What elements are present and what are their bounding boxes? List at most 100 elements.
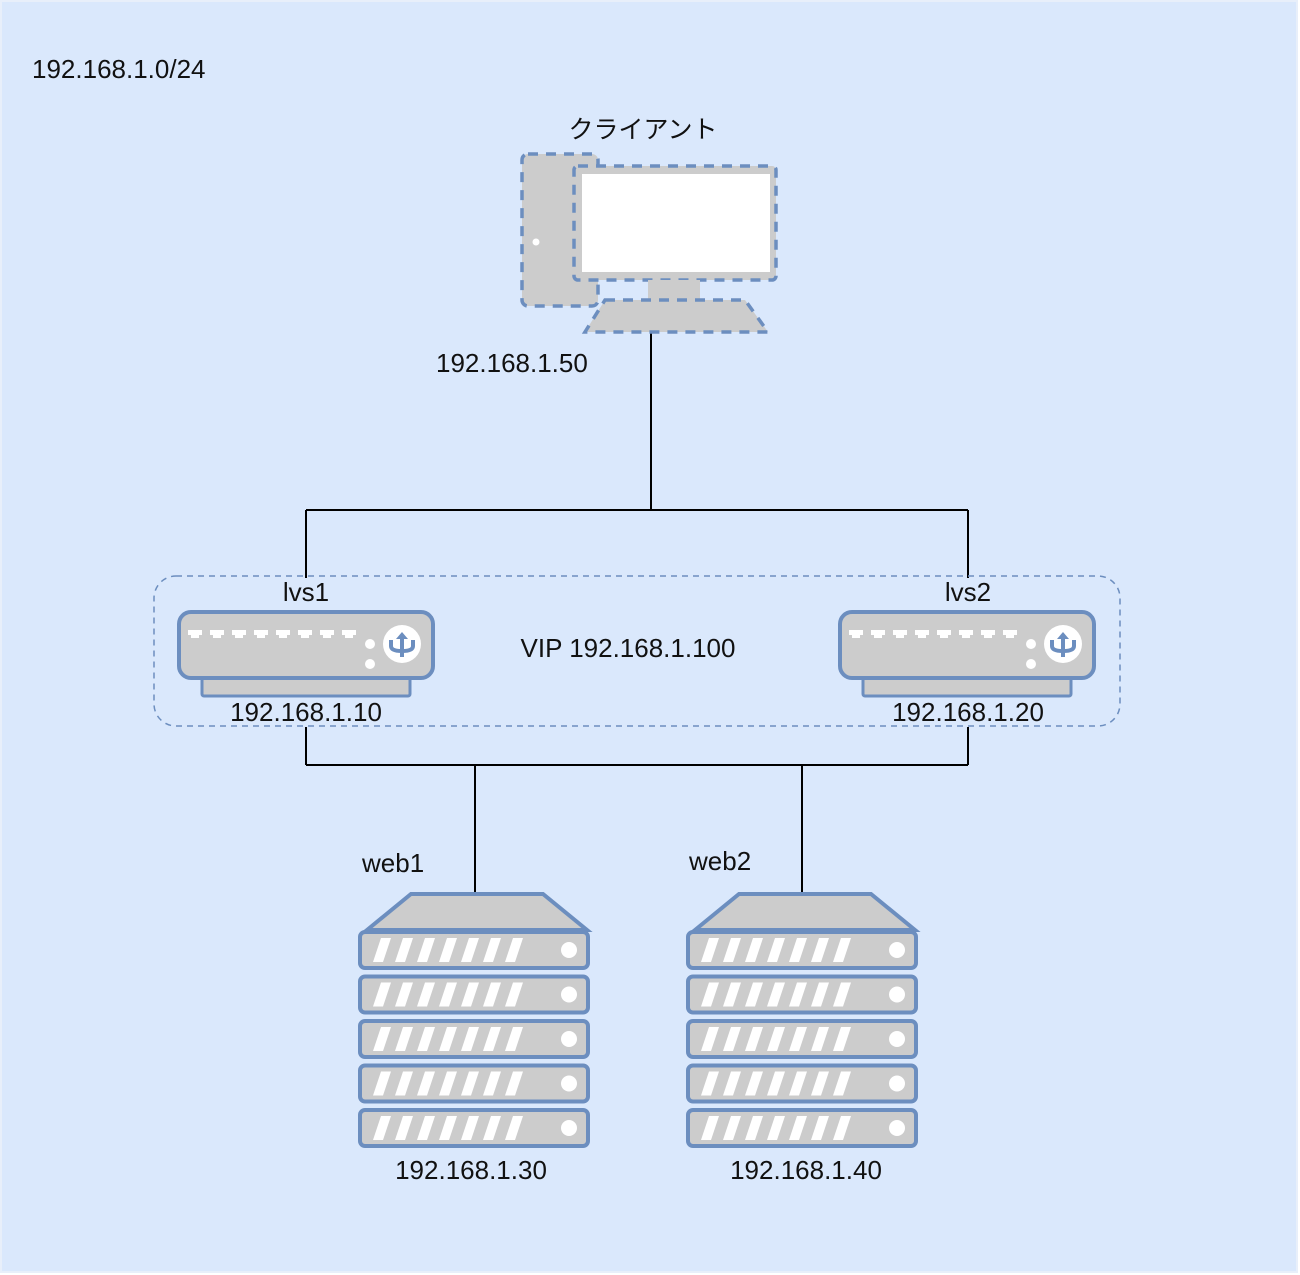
vent-slot <box>417 1027 435 1051</box>
vent-slot <box>789 1071 807 1096</box>
client-ip-label: 192.168.1.50 <box>436 348 588 378</box>
lvs1-name-label: lvs1 <box>282 577 330 607</box>
server-led <box>561 1031 577 1047</box>
vent-slot <box>505 1027 523 1051</box>
vent-slot <box>395 1116 413 1140</box>
vent-slot <box>505 1116 523 1140</box>
server-unit <box>358 1063 590 1104</box>
vent-slot <box>505 982 523 1007</box>
server-led <box>561 986 577 1003</box>
vent-slot <box>417 982 435 1007</box>
vent-slot <box>373 982 391 1007</box>
vent-slot <box>745 1027 763 1051</box>
vent-slot <box>701 1071 719 1096</box>
server-unit <box>686 974 918 1015</box>
server-unit <box>686 1019 918 1059</box>
server-led <box>889 986 905 1003</box>
server-unit <box>358 1108 590 1148</box>
vent-slot <box>373 938 391 962</box>
vent-slot <box>701 1027 719 1051</box>
vent-slot <box>461 938 479 962</box>
lvs2-switch-icon[interactable] <box>838 610 1096 698</box>
vent-slot <box>811 1071 829 1096</box>
vent-slot <box>723 938 741 962</box>
vent-slot <box>461 1027 479 1051</box>
vent-slot <box>439 982 457 1007</box>
vent-slot <box>767 982 785 1007</box>
client-power-led <box>532 238 540 246</box>
vent-slot <box>483 1071 501 1096</box>
vent-slot <box>483 1116 501 1140</box>
vip-label: VIP 192.168.1.100 <box>520 633 736 663</box>
vent-slot <box>767 1071 785 1096</box>
server-led <box>889 942 905 958</box>
vent-slot <box>789 938 807 962</box>
server-unit <box>358 974 590 1015</box>
lvs1-ip-label: 192.168.1.10 <box>230 697 382 727</box>
server-led <box>561 942 577 958</box>
lvs-group-boundary <box>153 575 1121 727</box>
vent-slot <box>767 938 785 962</box>
vent-slot <box>505 938 523 962</box>
vent-slot <box>395 1027 413 1051</box>
server-unit <box>358 930 590 970</box>
server-led <box>889 1075 905 1092</box>
vent-slot <box>833 938 851 962</box>
vent-slot <box>439 938 457 962</box>
vent-slot <box>461 1116 479 1140</box>
vent-slot <box>811 938 829 962</box>
vent-slot <box>767 1116 785 1140</box>
server-unit <box>686 930 918 970</box>
lvs1-switch-icon[interactable] <box>177 610 435 698</box>
vent-slot <box>417 938 435 962</box>
vent-slot <box>833 982 851 1007</box>
vent-slot <box>395 1071 413 1096</box>
server-led <box>889 1031 905 1047</box>
server-unit <box>686 1108 918 1148</box>
web2-server-icon[interactable] <box>686 892 921 1148</box>
vent-slot <box>811 1116 829 1140</box>
vent-slot <box>373 1027 391 1051</box>
vent-slot <box>723 982 741 1007</box>
server-led <box>889 1120 905 1136</box>
vent-slot <box>483 1027 501 1051</box>
vent-slot <box>439 1116 457 1140</box>
server-unit <box>686 1063 918 1104</box>
web2-ip-label: 192.168.1.40 <box>730 1155 882 1185</box>
vent-slot <box>417 1071 435 1096</box>
web1-server-icon[interactable] <box>358 892 593 1148</box>
web1-ip-label: 192.168.1.30 <box>395 1155 547 1185</box>
vent-slot <box>395 938 413 962</box>
vent-slot <box>701 982 719 1007</box>
subnet-label: 192.168.1.0/24 <box>32 54 206 84</box>
vent-slot <box>789 982 807 1007</box>
client-screen <box>582 174 770 272</box>
vent-slot <box>461 982 479 1007</box>
vent-slot <box>723 1027 741 1051</box>
vent-slot <box>811 1027 829 1051</box>
lvs2-ip-label: 192.168.1.20 <box>892 697 1044 727</box>
connections <box>305 330 969 892</box>
port-icons <box>188 630 375 669</box>
client-name-label: クライアント <box>568 115 718 144</box>
vent-slot <box>417 1116 435 1140</box>
vent-slot <box>439 1071 457 1096</box>
port-icons <box>849 630 1036 669</box>
vent-slot <box>767 1027 785 1051</box>
vent-slot <box>745 1116 763 1140</box>
vent-slot <box>789 1027 807 1051</box>
vent-slot <box>439 1027 457 1051</box>
vent-slot <box>833 1027 851 1051</box>
vent-slot <box>833 1071 851 1096</box>
web2-name-label: web2 <box>689 846 752 876</box>
server-unit <box>358 1019 590 1059</box>
vent-slot <box>461 1071 479 1096</box>
server-led <box>561 1120 577 1136</box>
vent-slot <box>395 982 413 1007</box>
lvs2-name-label: lvs2 <box>944 577 992 607</box>
vent-slot <box>833 1116 851 1140</box>
vent-slot <box>701 938 719 962</box>
vent-slot <box>483 938 501 962</box>
vent-slot <box>745 982 763 1007</box>
